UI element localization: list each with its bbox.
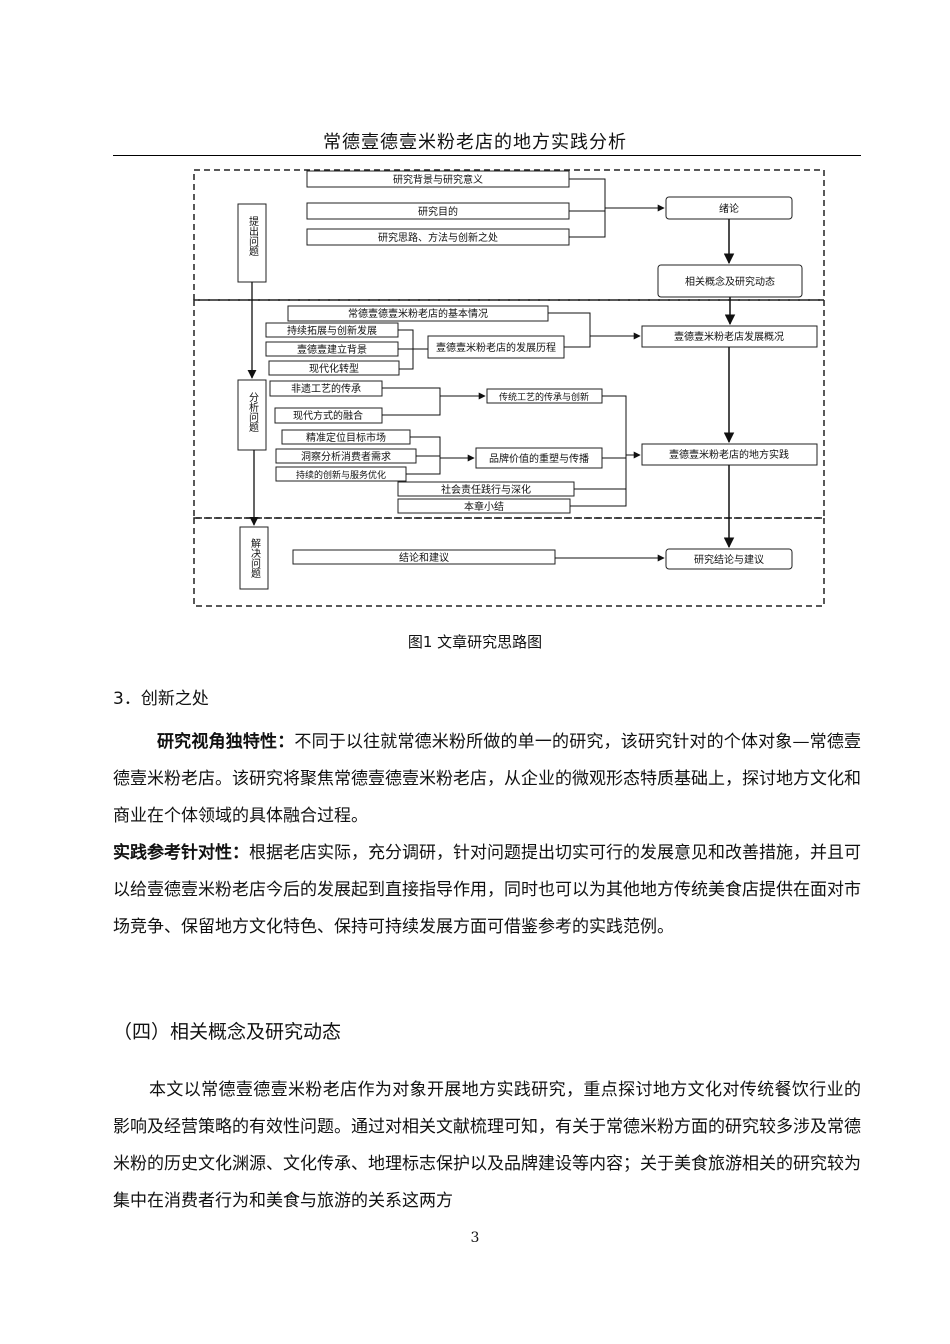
box-goal: 研究目的: [306, 202, 570, 220]
connector-intro: [569, 178, 606, 238]
svg-text:持续的创新与服务优化: 持续的创新与服务优化: [296, 469, 386, 481]
text-perspective: 不同于以往就常德米粉所做的单一的研究，该研究针对的个体对象—常德壹德壹米粉老店。…: [113, 732, 862, 826]
box-service: 持续的创新与服务优化: [275, 466, 407, 482]
svg-text:研究结论与建议: 研究结论与建议: [694, 553, 764, 566]
svg-text:持续拓展与创新发展: 持续拓展与创新发展: [287, 324, 377, 337]
svg-text:壹德壹米粉老店的发展历程: 壹德壹米粉老店的发展历程: [436, 341, 556, 354]
svg-text:壹德壹米粉老店的地方实践: 壹德壹米粉老店的地方实践: [669, 448, 789, 461]
side-box-analyze: [237, 379, 267, 451]
connector-practice: [570, 395, 627, 507]
section3-title: 3．创新之处: [113, 689, 209, 709]
box-craft: 传统工艺的传承与创新: [486, 388, 603, 404]
page-number: 3: [470, 1230, 480, 1246]
svg-text:非遗工艺的传承: 非遗工艺的传承: [291, 382, 361, 395]
research-flow-diagram: 提出问题 分析问题 解决问题 研究背景与研究意义 研究目的 研究思路、方法与创新…: [193, 169, 825, 607]
side-label-solve: 解决问题: [249, 537, 261, 578]
paragraph-practice: 实践参考针对性：根据老店实际，充分调研，针对问题提出切实可行的发展意见和改善措施…: [113, 835, 861, 946]
svg-text:品牌价值的重塑与传播: 品牌价值的重塑与传播: [489, 452, 589, 465]
svg-text:相关概念及研究动态: 相关概念及研究动态: [685, 275, 775, 288]
header-rule: [113, 155, 861, 156]
svg-text:结论和建议: 结论和建议: [399, 551, 449, 564]
paragraph-related-research: 本文以常德壹德壹米粉老店作为对象开展地方实践研究，重点探讨地方文化对传统餐饮行业…: [113, 1080, 861, 1211]
svg-text:社会责任践行与深化: 社会责任践行与深化: [441, 483, 531, 496]
label-practice: 实践参考针对性：: [113, 843, 249, 863]
box-csr: 社会责任践行与深化: [397, 481, 575, 497]
svg-text:研究目的: 研究目的: [418, 205, 458, 218]
side-box-propose: [237, 203, 267, 283]
box-conclusion: 结论和建议: [292, 549, 556, 565]
svg-text:现代方式的融合: 现代方式的融合: [293, 409, 363, 422]
svg-text:洞察分析消费者需求: 洞察分析消费者需求: [301, 450, 391, 463]
running-header: 常德壹德壹米粉老店的地方实践分析: [323, 132, 627, 153]
svg-text:壹德壹米粉老店发展概况: 壹德壹米粉老店发展概况: [674, 330, 784, 343]
box-basic: 常德壹德壹米粉老店的基本情况: [287, 305, 549, 322]
box-summary: 本章小结: [397, 498, 571, 514]
region-solve: [193, 517, 825, 607]
box-modern: 现代化转型: [268, 360, 400, 376]
connector-craft: [382, 387, 441, 416]
label-perspective: 研究视角独特性：: [157, 732, 295, 752]
box-overview: 壹德壹米粉老店发展概况: [641, 325, 818, 348]
box-practice: 壹德壹米粉老店的地方实践: [641, 443, 818, 466]
box-method: 研究思路、方法与创新之处: [306, 228, 570, 246]
side-label-propose: 提出问题: [247, 216, 259, 256]
svg-text:壹德壹建立背景: 壹德壹建立背景: [297, 343, 367, 356]
text-practice: 根据老店实际，充分调研，针对问题提出切实可行的发展意见和改善措施，并且可以给壹德…: [113, 843, 861, 937]
box-intro: 绪论: [665, 196, 793, 220]
box-result: 研究结论与建议: [665, 548, 793, 570]
side-label-analyze: 分析问题: [247, 392, 259, 432]
box-brand: 品牌价值的重塑与传播: [475, 447, 603, 469]
svg-text:研究思路、方法与创新之处: 研究思路、方法与创新之处: [378, 231, 498, 244]
svg-text:研究背景与研究意义: 研究背景与研究意义: [393, 173, 483, 186]
svg-text:传统工艺的传承与创新: 传统工艺的传承与创新: [499, 391, 589, 403]
box-bg: 研究背景与研究意义: [306, 170, 570, 188]
svg-text:绪论: 绪论: [719, 202, 739, 215]
box-history: 壹德壹米粉老店的发展历程: [427, 335, 565, 359]
paragraph-perspective: 研究视角独特性：不同于以往就常德米粉所做的单一的研究，该研究针对的个体对象—常德…: [113, 724, 861, 835]
box-modern-way: 现代方式的融合: [274, 407, 383, 424]
box-consumer: 洞察分析消费者需求: [275, 448, 417, 464]
box-expand: 持续拓展与创新发展: [265, 322, 399, 338]
svg-text:精准定位目标市场: 精准定位目标市场: [306, 431, 386, 444]
box-related: 相关概念及研究动态: [657, 264, 803, 298]
box-heritage: 非遗工艺的传承: [269, 380, 383, 397]
svg-text:现代化转型: 现代化转型: [309, 362, 359, 375]
box-market: 精准定位目标市场: [281, 429, 411, 445]
svg-text:常德壹德壹米粉老店的基本情况: 常德壹德壹米粉老店的基本情况: [348, 307, 488, 320]
side-box-solve: [239, 526, 269, 590]
section4-heading: （四）相关概念及研究动态: [113, 1021, 342, 1043]
figure-caption: 图1 文章研究思路图: [407, 633, 543, 651]
box-founding: 壹德壹建立背景: [265, 341, 399, 357]
svg-text:本章小结: 本章小结: [464, 500, 504, 513]
connector-overview: [548, 312, 591, 348]
